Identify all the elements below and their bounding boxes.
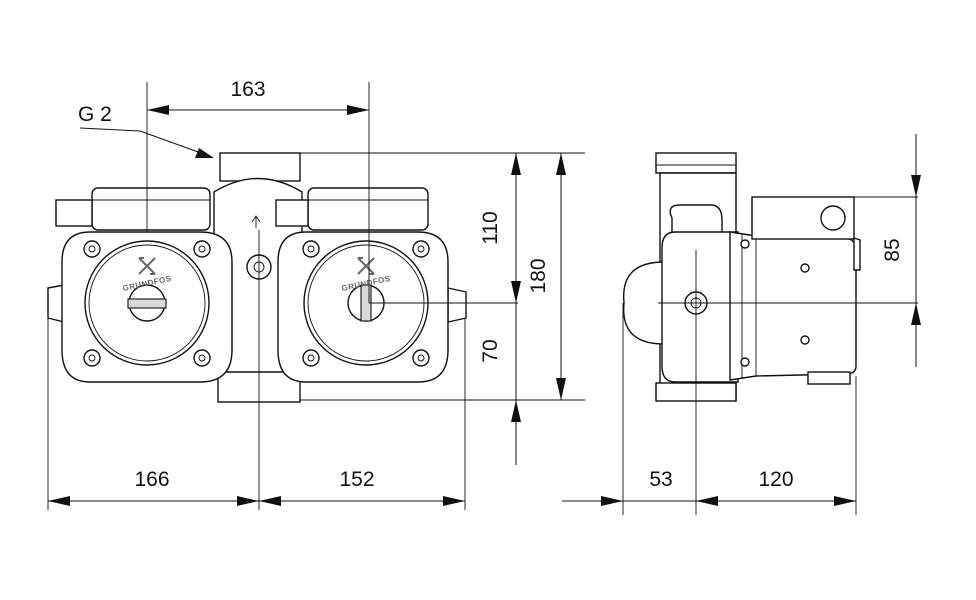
dimension-53-120 <box>562 496 856 506</box>
thread-leader <box>79 127 214 158</box>
dimension-70 <box>511 303 521 465</box>
bolt-icon <box>83 240 211 367</box>
pump-head-right: GRUNDFOS <box>302 240 430 367</box>
grundfos-logo-icon <box>138 257 156 275</box>
front-view: GRUNDFOS GRUNDFOS <box>47 78 585 510</box>
dimension-166-152 <box>48 496 465 506</box>
dimension-label-152: 152 <box>339 468 374 491</box>
dimension-163 <box>147 105 369 115</box>
dimension-label-166: 166 <box>134 468 169 491</box>
bolt-icon <box>302 240 430 367</box>
dimension-label-120: 120 <box>758 468 793 491</box>
dimension-label-110: 110 <box>479 211 502 244</box>
grundfos-logo-icon <box>357 257 375 275</box>
dimension-label-53: 53 <box>649 468 672 491</box>
front-extension-lines <box>47 152 585 510</box>
dimension-85 <box>911 134 921 367</box>
dimension-label-180: 180 <box>527 258 550 293</box>
dimension-180 <box>556 153 566 400</box>
dimension-110 <box>511 153 521 303</box>
screw-icon <box>740 239 810 367</box>
front-center-lines <box>146 82 518 510</box>
dimension-label-163: 163 <box>230 78 265 101</box>
dimension-label-85: 85 <box>881 238 904 261</box>
side-view: 85 53 120 <box>562 134 921 515</box>
pump-head-left: GRUNDFOS <box>83 240 211 367</box>
pump-side-body <box>623 152 861 402</box>
dimension-label-70: 70 <box>479 339 502 362</box>
thread-size-label: G 2 <box>78 103 112 126</box>
